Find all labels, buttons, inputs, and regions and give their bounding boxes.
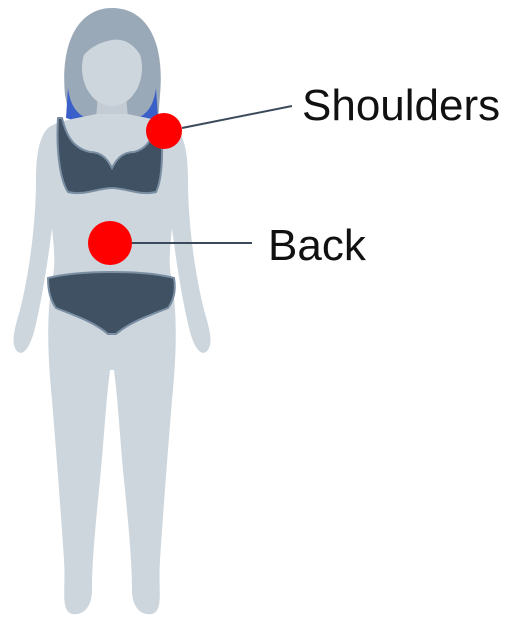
shoulders-leader-line [182,106,292,128]
back-label: Back [268,224,366,268]
body-silhouette [14,114,211,614]
shoulders-label: Shoulders [302,84,500,128]
back-marker [88,221,132,265]
shoulders-marker [146,113,182,149]
